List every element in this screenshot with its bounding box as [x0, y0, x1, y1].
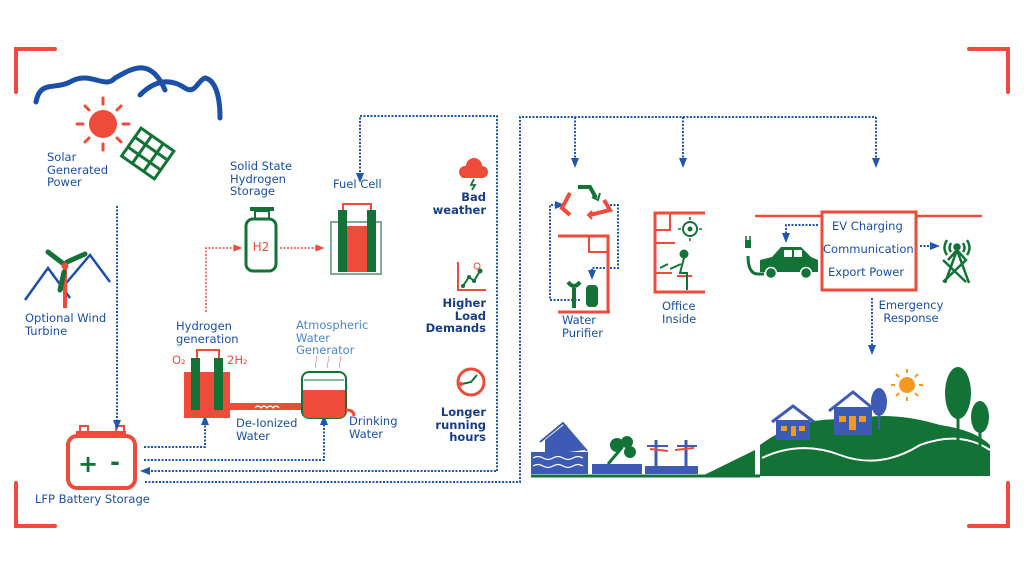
storm-cloud-icon: [459, 158, 488, 191]
storage-label-line: Storage: [230, 184, 275, 198]
solar-label-line: Power: [47, 175, 82, 189]
awg-label-line: Atmospheric: [296, 318, 369, 332]
fallen-tree-icon: [592, 436, 642, 474]
electrolyser-icon: [184, 349, 304, 418]
sun-icon: [75, 96, 131, 152]
clock-icon: [456, 367, 486, 397]
longer-hours-label: Longer running hours: [416, 406, 486, 444]
communication-label: Communication: [823, 242, 914, 256]
trees-icon: [945, 367, 989, 450]
wind-label-line: Turbine: [25, 323, 68, 338]
fuel-cell-label-text: Fuel Cell: [333, 177, 382, 191]
purifier-label-line: Water: [562, 313, 596, 327]
storage-label-line: Hydrogen: [230, 171, 286, 186]
drinking-label-line: Drinking: [349, 414, 398, 428]
mountains-icon: [33, 65, 223, 121]
bad-weather-label: Bad weather: [416, 191, 486, 216]
hydrogen-flow-lines: [205, 244, 325, 312]
ev-charging-label: EV Charging: [832, 219, 903, 233]
atmospheric-water-generator-icon: [301, 355, 356, 419]
condition-label-line: Demands: [425, 321, 486, 335]
battery-to-hydrogen-gen-line: [144, 415, 209, 448]
condition-label-line: Load: [454, 308, 486, 323]
wind-label-line: Optional Wind: [25, 311, 107, 325]
fuel-cell-label: Fuel Cell: [333, 178, 382, 191]
office-label-line: Inside: [662, 311, 697, 326]
condition-label-line: Bad: [461, 190, 486, 204]
awg-label: Atmospheric Water Generator: [296, 319, 368, 357]
office-label: Office Inside: [662, 300, 696, 325]
office-icon: [653, 211, 705, 294]
fuel-cell-icon: [330, 203, 382, 275]
battery-to-loads-line: [145, 116, 876, 483]
battery-plus-symbol: +: [78, 450, 98, 478]
office-label-line: Office: [662, 299, 696, 313]
wind-turbine-label: Optional Wind Turbine: [25, 312, 106, 337]
condition-label-line: weather: [432, 202, 486, 217]
export-power-label: Export Power: [828, 265, 905, 279]
purifier-loop-line: [549, 201, 580, 301]
hydrogen-storage-label: Solid State Hydrogen Storage: [230, 160, 292, 198]
drinking-label-line: Water: [349, 426, 383, 441]
blue-tree-icon: [871, 388, 887, 416]
broken-power-pole-icon: [645, 440, 698, 474]
solar-label-line: Solar: [47, 150, 77, 164]
village-scene: [760, 367, 991, 476]
house-icon: [771, 404, 815, 440]
corner-top-left: [14, 47, 57, 94]
power-flow-lines: [113, 115, 940, 483]
awg-label-line: Water: [296, 330, 330, 345]
services-box: [755, 210, 982, 292]
condition-label-line: hours: [449, 430, 486, 444]
corner-top-right: [967, 47, 1010, 94]
hydrogen-output-label: 2H₂: [227, 353, 248, 367]
frame-corners: [14, 47, 1010, 528]
emergency-label-line: Emergency: [878, 298, 944, 312]
disaster-scene: [531, 421, 760, 478]
sun-small-icon: [891, 369, 923, 401]
hydrogen-tank-icon: H2: [244, 207, 278, 273]
higher-load-label: Higher Load Demands: [416, 297, 486, 335]
ev-feed-line: [782, 224, 818, 243]
generation-label-line: generation: [176, 331, 239, 346]
corner-bottom-left: [14, 481, 57, 528]
deionized-water-label: De-Ionized Water: [236, 417, 297, 442]
water-purifier-label: Water Purifier: [562, 314, 603, 339]
emergency-label-line: Response: [883, 310, 939, 325]
battery-to-awg-line: [144, 415, 328, 461]
water-purifier-icon: [558, 234, 610, 314]
recycle-icon: [559, 185, 614, 220]
battery-minus-symbol: -: [110, 448, 120, 476]
solar-label: Solar Generated Power: [47, 151, 108, 189]
drinking-water-label: Drinking Water: [349, 415, 398, 440]
rising-chart-icon: [457, 262, 486, 291]
solar-panel-icon: [119, 126, 176, 182]
corner-bottom-right: [967, 481, 1010, 528]
purifier-label-line: Purifier: [562, 325, 603, 340]
generation-label-line: Hydrogen: [176, 319, 232, 333]
radio-tower-icon: [942, 239, 971, 284]
ev-car-icon: [745, 236, 818, 280]
wind-turbine-icon: [23, 249, 112, 308]
storage-label-line: Solid State: [230, 159, 293, 173]
battery-icon: + -: [66, 425, 137, 490]
house-icon: [828, 390, 877, 435]
condition-label-line: running: [435, 417, 486, 432]
deionized-label-line: Water: [236, 428, 270, 443]
deionized-label-line: De-Ionized: [236, 416, 298, 430]
battery-label-text: LFP Battery Storage: [35, 492, 150, 506]
condition-label-line: Longer: [440, 405, 486, 419]
solar-label-line: Generated: [47, 162, 109, 177]
emergency-response-label: Emergency Response: [872, 299, 950, 324]
flooded-house-icon: [531, 421, 588, 474]
fuelcell-to-battery-line: [356, 115, 498, 471]
hydrogen-generation-label: Hydrogen generation: [176, 320, 239, 345]
awg-label-line: Generator: [296, 343, 355, 357]
tank-label: H2: [253, 240, 270, 254]
battery-label: LFP Battery Storage: [35, 493, 150, 506]
oxygen-label: O₂: [172, 353, 186, 367]
condition-label-line: Higher: [442, 296, 486, 310]
